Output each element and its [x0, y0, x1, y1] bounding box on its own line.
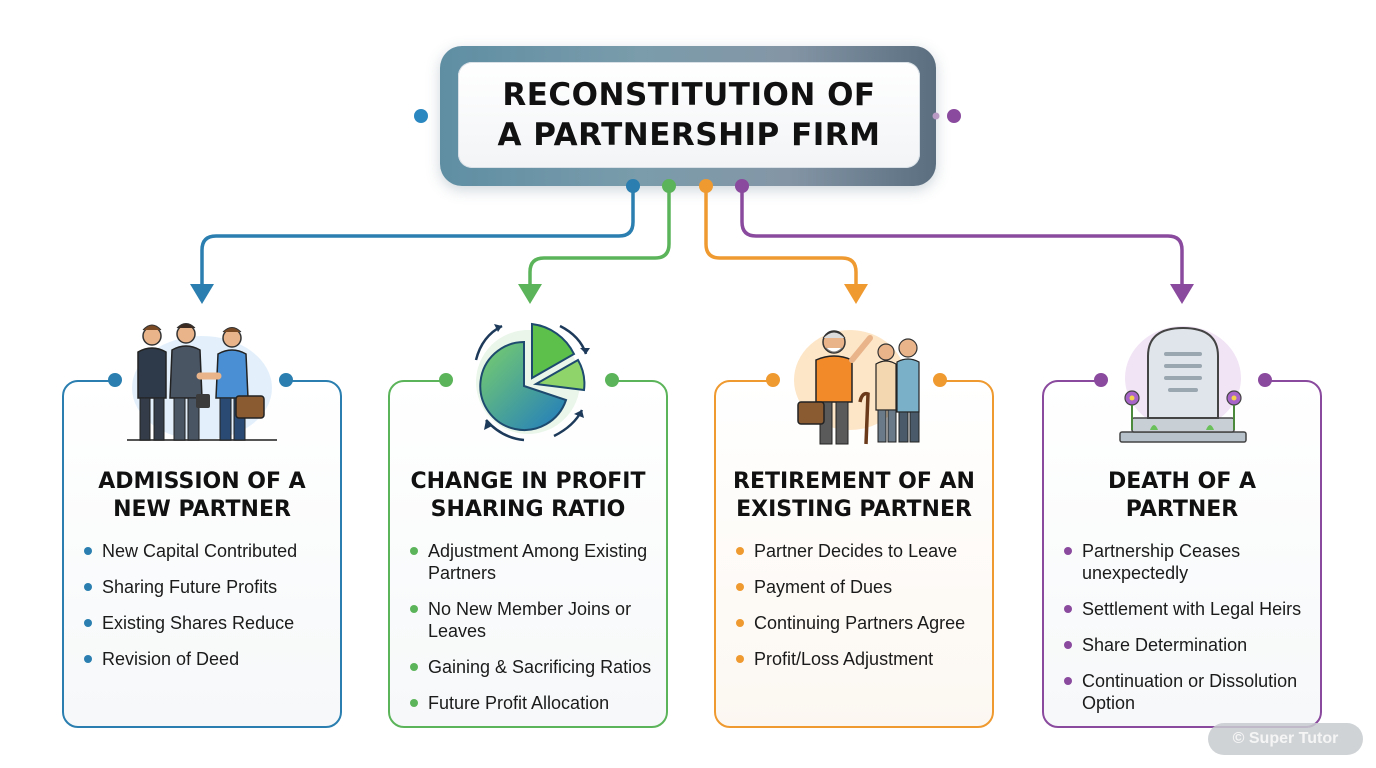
- connector-dot-purple: [735, 179, 749, 193]
- connector-green: [528, 184, 671, 292]
- connector-dot-orange: [699, 179, 713, 193]
- list-item: Existing Shares Reduce: [82, 612, 340, 634]
- arrowhead-blue: [190, 284, 214, 304]
- arrowhead-green: [518, 284, 542, 304]
- connector-dot-blue: [626, 179, 640, 193]
- card-profit-ratio: CHANGE IN PROFIT SHARING RATIO Adjustmen…: [388, 378, 668, 728]
- pie-chart-cycle-icon: [474, 322, 590, 442]
- bullet-list: Partner Decides to Leave Payment of Dues…: [734, 540, 992, 684]
- list-item: Settlement with Legal Heirs: [1062, 598, 1320, 620]
- title-right-dot: [947, 109, 961, 123]
- list-item: Payment of Dues: [734, 576, 992, 598]
- list-item: Continuation or Dissolution Option: [1062, 670, 1320, 714]
- list-item: Partner Decides to Leave: [734, 540, 992, 562]
- list-item: Gaining & Sacrificing Ratios: [408, 656, 666, 678]
- list-item: Partnership Ceases unexpectedly: [1062, 540, 1320, 584]
- arrowhead-purple: [1170, 284, 1194, 304]
- list-item: Adjustment Among Existing Partners: [408, 540, 666, 584]
- title-right-small-dot: [932, 112, 940, 120]
- connector-blue: [200, 184, 635, 292]
- connector-dot-green: [662, 179, 676, 193]
- handshake-partners-icon: [127, 323, 277, 441]
- bullet-list: Adjustment Among Existing Partners No Ne…: [408, 540, 666, 728]
- card-title: RETIREMENT OF AN EXISTING PARTNER: [733, 469, 975, 522]
- list-item: Sharing Future Profits: [82, 576, 340, 598]
- list-item: New Capital Contributed: [82, 540, 340, 562]
- title-line-2: A PARTNERSHIP FIRM: [497, 117, 881, 153]
- list-item: No New Member Joins or Leaves: [408, 598, 666, 642]
- arrowhead-orange: [844, 284, 868, 304]
- title-box: RECONSTITUTION OF A PARTNERSHIP FIRM: [458, 62, 920, 168]
- retiring-partner-icon: [794, 330, 920, 445]
- list-item: Continuing Partners Agree: [734, 612, 992, 634]
- connector-purple: [740, 184, 1184, 292]
- title-line-1: RECONSTITUTION OF: [502, 77, 876, 113]
- list-item: Profit/Loss Adjustment: [734, 648, 992, 670]
- list-item: Future Profit Allocation: [408, 692, 666, 714]
- card-title: DEATH OF A PARTNER: [1107, 469, 1257, 522]
- list-item: Share Determination: [1062, 634, 1320, 656]
- bullet-list: Partnership Ceases unexpectedly Settleme…: [1062, 540, 1320, 728]
- watermark: © Super Tutor: [1208, 723, 1363, 755]
- title-left-dot: [414, 109, 428, 123]
- list-item: Revision of Deed: [82, 648, 340, 670]
- connector-orange: [704, 184, 858, 292]
- card-title: ADMISSION OF A NEW PARTNER: [98, 469, 306, 522]
- card-title: CHANGE IN PROFIT SHARING RATIO: [410, 469, 646, 522]
- tombstone-icon: [1119, 326, 1247, 443]
- bullet-list: New Capital Contributed Sharing Future P…: [82, 540, 340, 684]
